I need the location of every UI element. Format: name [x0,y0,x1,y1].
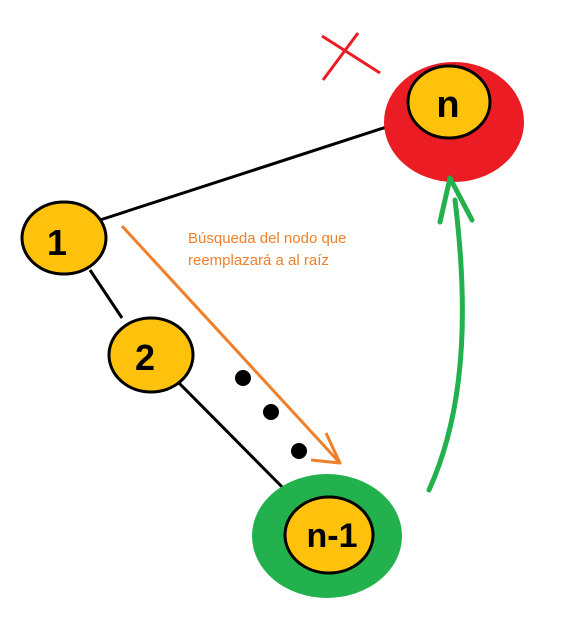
edge-2-to-n-minus-1 [176,380,302,507]
edge-1-to-2 [88,269,124,319]
node-2: 2 [107,316,195,394]
move-arrow [426,175,475,493]
search-annotation-line-1: Búsqueda del nodo que [188,230,347,247]
node-n-label: n [436,84,459,126]
search-arrow [120,224,342,465]
node-1-label: 1 [47,222,67,263]
node-1: 1 [20,200,108,276]
edge-1-to-n [99,118,409,222]
node-n-minus-1-label: n-1 [307,517,358,555]
search-annotation: Búsqueda del nodo que reemplazará a al r… [188,228,346,272]
search-annotation-line-2: reemplazará a al raíz [188,252,329,269]
node-2-label: 2 [135,337,155,378]
node-n: n [406,64,492,140]
cross-mark-icon [321,32,381,81]
node-n-minus-1: n-1 [283,495,375,575]
ellipsis-dots [235,370,307,459]
